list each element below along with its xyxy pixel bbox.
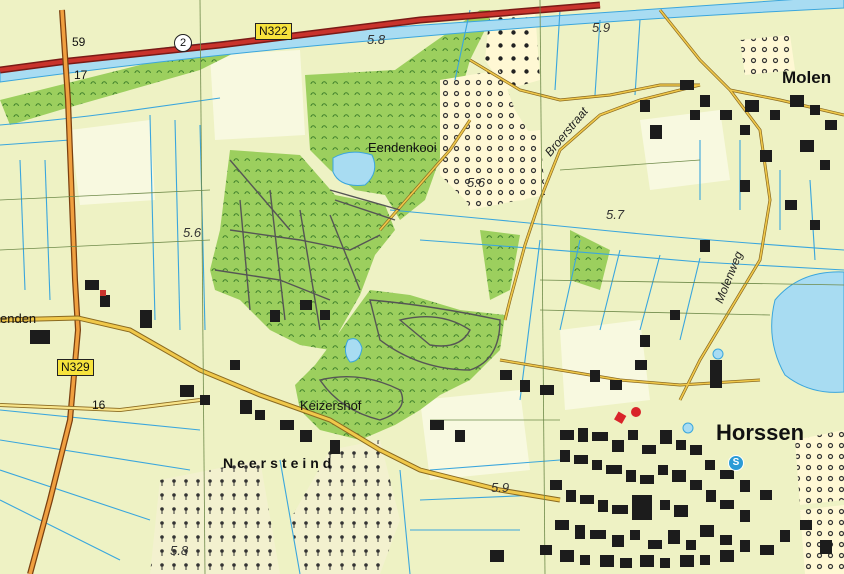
road-shield-n329: N329 — [57, 359, 94, 376]
route-number-2: 2 — [174, 34, 192, 52]
place-label-molen: Molen — [782, 68, 832, 87]
place-label-eendenkooi: Eendenkooi — [368, 140, 437, 155]
water-bodies — [0, 0, 844, 393]
main-roads — [0, 1, 601, 574]
forest-paths — [214, 159, 501, 421]
place-label-enden: enden — [0, 311, 37, 326]
place-label-neersteind: Neersteind — [223, 455, 336, 471]
elevation-label: 5.7 — [606, 207, 625, 222]
road-number-16: 16 — [92, 398, 106, 412]
swimming-pool-icon: S — [728, 455, 744, 471]
elevation-label: 5.6 — [183, 225, 202, 240]
ditches — [0, 9, 844, 574]
road-number-59: 59 — [72, 35, 86, 49]
road-number-17: 17 — [74, 68, 88, 82]
small-ponds — [682, 348, 724, 434]
elevation-label: 5.9 — [592, 20, 611, 35]
place-label-horssen: Horssen — [716, 420, 805, 445]
elevation-label: 5.8 — [367, 32, 386, 47]
elevation-label: 5.8 — [170, 543, 189, 558]
church-markers — [100, 290, 641, 424]
orchard-areas — [150, 10, 844, 574]
pale-parcels — [70, 50, 730, 480]
elevation-label: 5.9 — [491, 480, 510, 495]
road-shield-n322: N322 — [255, 23, 292, 40]
place-label-keizershof: Keizershof — [300, 398, 362, 413]
buildings — [30, 80, 837, 568]
elevation-label: 5.6 — [467, 175, 486, 190]
secondary-roads-fill — [379, 9, 844, 401]
